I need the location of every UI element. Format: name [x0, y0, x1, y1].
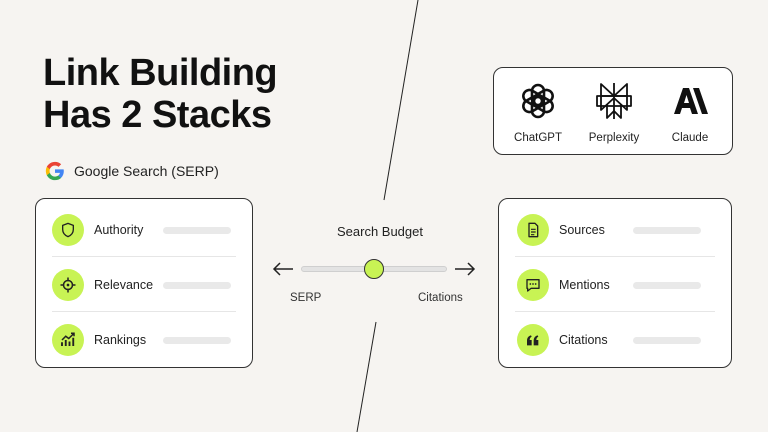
title-line-2: Has 2 Stacks — [43, 94, 272, 136]
row-divider — [515, 311, 715, 312]
row-divider — [52, 311, 236, 312]
ai-engine-claude: Claude — [655, 80, 725, 144]
arrow-right-icon — [455, 262, 476, 276]
quote-icon — [517, 324, 549, 356]
placeholder-bar — [633, 226, 701, 234]
ai-engine-chatgpt: ChatGPT — [503, 80, 573, 144]
slider-label-citations: Citations — [418, 292, 463, 304]
item-label: Authority — [94, 223, 144, 237]
item-label: Citations — [559, 333, 608, 347]
placeholder-bar — [633, 281, 701, 289]
ai-stack-card: Sources Mentions Citations — [498, 198, 732, 368]
title-line-1: Link Building — [43, 52, 278, 94]
ai-engine-label: Claude — [671, 132, 709, 144]
document-icon — [517, 214, 549, 246]
row-divider — [515, 256, 715, 257]
ai-engine-perplexity: Perplexity — [579, 80, 649, 144]
speech-bubble-icon — [517, 269, 549, 301]
budget-title: Search Budget — [336, 224, 423, 239]
serp-stack-card: Authority Relevance Rankings — [35, 198, 253, 368]
search-budget-slider[interactable] — [270, 257, 480, 281]
rankings-chart-icon — [52, 324, 84, 356]
placeholder-bar — [163, 336, 231, 344]
chatgpt-icon — [522, 83, 554, 119]
item-label: Mentions — [559, 278, 610, 292]
list-item-authority: Authority — [36, 202, 252, 258]
list-item-mentions: Mentions — [499, 257, 731, 313]
slider-thumb[interactable] — [364, 259, 384, 279]
ai-engine-label: Perplexity — [588, 132, 640, 144]
claude-icon — [674, 88, 708, 114]
page-title: Link Building Has 2 Stacks — [43, 52, 278, 136]
ai-engines-card: ChatGPT Perplexity Claude — [493, 67, 733, 155]
placeholder-bar — [633, 336, 701, 344]
slider-label-serp: SERP — [290, 292, 322, 304]
ai-engine-label: ChatGPT — [514, 132, 562, 144]
item-label: Relevance — [94, 278, 154, 292]
placeholder-bar — [163, 281, 231, 289]
serp-label: Google Search (SERP) — [74, 163, 219, 179]
item-label: Rankings — [94, 333, 147, 347]
google-g-icon — [45, 161, 64, 181]
serp-heading: Google Search (SERP) — [44, 160, 219, 182]
placeholder-bar — [163, 226, 231, 234]
list-item-citations: Citations — [499, 312, 731, 368]
arrow-left-icon — [272, 262, 293, 276]
row-divider — [52, 256, 236, 257]
list-item-rankings: Rankings — [36, 312, 252, 368]
target-icon — [52, 269, 84, 301]
perplexity-icon — [596, 83, 632, 119]
shield-icon — [52, 214, 84, 246]
item-label: Sources — [559, 223, 605, 237]
list-item-relevance: Relevance — [36, 257, 252, 313]
list-item-sources: Sources — [499, 202, 731, 258]
